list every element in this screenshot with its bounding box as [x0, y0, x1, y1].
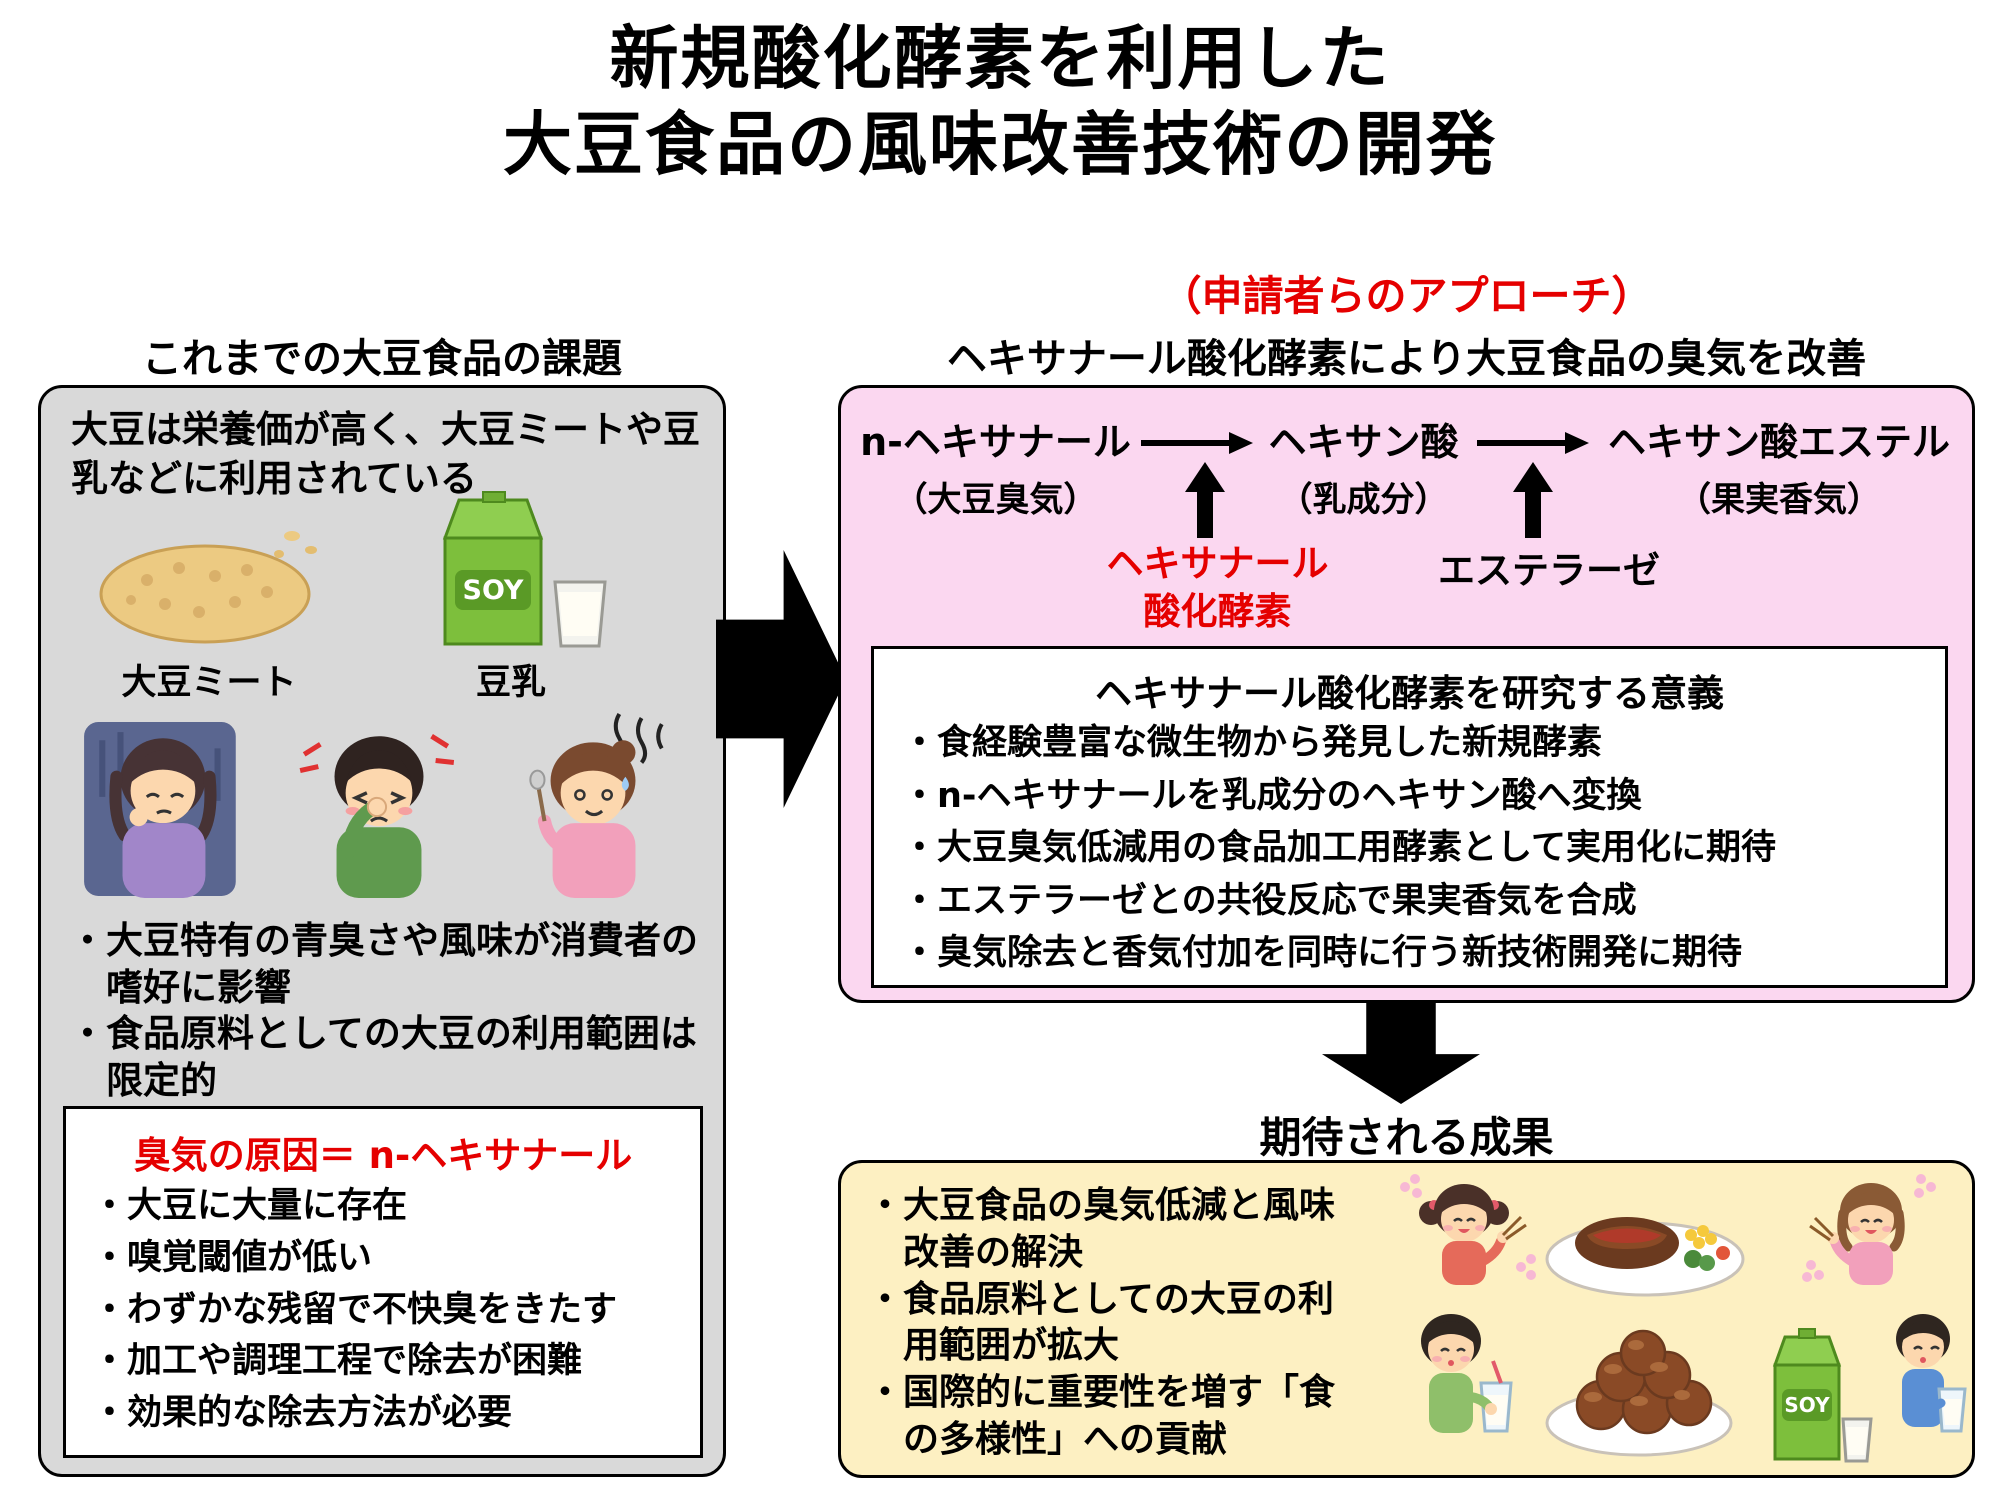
challenges-panel: 大豆は栄養価が高く、大豆ミートや豆乳などに利用されている 大豆ミート SOY 豆…	[38, 385, 726, 1477]
pathway-step-name: n-ヘキサナール	[860, 420, 1131, 464]
outcome-bullet: ・食品原料としての大豆の利用範囲が拡大	[867, 1278, 1334, 1367]
challenges-intro-text: 大豆は栄養価が高く、大豆ミートや豆乳などに利用されている	[71, 408, 700, 500]
challenges-bullet-list: ・大豆特有の青臭さや風味が消費者の嗜好に影響 ・食品原料としての大豆の利用範囲は…	[69, 918, 709, 1104]
significance-bullet-list: ・食経験豊富な微生物から発見した新規酵素 ・n-ヘキサナールを乳成分のヘキサン酸…	[902, 717, 1922, 980]
woman-eating-illustration-icon	[1802, 1174, 1936, 1285]
pathway-step-hexanal: n-ヘキサナール （大豆臭気）	[853, 420, 1138, 521]
hamburger-steak-plate-illustration-icon	[1545, 1217, 1745, 1297]
significance-box: ヘキサナール酸化酵素を研究する意義 ・食経験豊富な微生物から発見した新規酵素 ・…	[871, 646, 1948, 988]
hexanal-oxidase-label-line-2: 酸化酵素	[1143, 590, 1292, 634]
left-panel-header: これまでの大豆食品の課題	[142, 336, 622, 382]
reaction-arrow-icon	[1141, 432, 1253, 454]
soy-carton-text: SOY	[463, 575, 524, 606]
pathway-step-hexanoate-ester: ヘキサン酸エステル （果実香気）	[1593, 420, 1965, 521]
challenge-bullet: ・大豆特有の青臭さや風味が消費者の嗜好に影響	[69, 919, 698, 1009]
pathway-step-sub: （大豆臭気）	[893, 479, 1098, 520]
hexanal-oxidase-label-line-1: ヘキサナール	[1106, 542, 1329, 585]
soy-meat-label: 大豆ミート	[121, 663, 297, 703]
odor-cause-box: 臭気の原因＝ n-ヘキサナール ・大豆に大量に存在 ・嗅覚閾値が低い ・わずかな…	[63, 1106, 703, 1458]
esterase-label: エステラーゼ	[1438, 549, 1660, 592]
outcome-bullet: ・大豆食品の臭気低減と風味改善の解決	[867, 1185, 1336, 1273]
soy-milk-illustration-icon: SOY	[442, 491, 607, 648]
up-arrow-icon	[1185, 462, 1225, 538]
angry-man-illustration-icon	[299, 734, 455, 898]
significance-bullet: ・n-ヘキサナールを乳成分のヘキサン酸へ変換	[902, 775, 1642, 816]
boy-drinking-illustration-icon	[1421, 1314, 1513, 1433]
pathway-step-hexanoic-acid: ヘキサン酸 （乳成分）	[1256, 420, 1471, 521]
significance-bullet: ・臭気除去と香気付加を同時に行う新技術開発に期待	[902, 933, 1743, 973]
hexanal-oxidase-label: ヘキサナール 酸化酵素	[1065, 540, 1370, 636]
significance-bullet: ・食経験豊富な微生物から発見した新規酵素	[902, 723, 1603, 763]
significance-title: ヘキサナール酸化酵素を研究する意義	[1095, 672, 1724, 715]
odor-bullet: ・わずかな残留で不快臭をきたす	[92, 1289, 618, 1330]
page-title: 新規酸化酵素を利用した 大豆食品の風味改善技術の開発	[0, 16, 2000, 189]
odor-bullet: ・嗅覚閾値が低い	[92, 1237, 373, 1278]
outcome-bullet: ・国際的に重要性を増す「食の多様性」への貢献	[867, 1372, 1336, 1460]
significance-bullet: ・大豆臭気低減用の食品加工用酵素として実用化に期待	[902, 828, 1776, 868]
sad-woman-illustration-icon	[84, 722, 236, 898]
soy-carton-illustration-icon: SOY	[1772, 1328, 1873, 1463]
outcome-bullet-list: ・大豆食品の臭気低減と風味改善の解決 ・食品原料としての大豆の利用範囲が拡大 ・…	[867, 1183, 1337, 1464]
soy-carton-text: SOY	[1784, 1393, 1830, 1417]
page-title-line-2: 大豆食品の風味改善技術の開発	[503, 105, 1497, 186]
challenge-bullet: ・食品原料としての大豆の利用範囲は限定的	[69, 1012, 697, 1102]
meatballs-plate-illustration-icon	[1545, 1329, 1733, 1457]
significance-bullet: ・エステラーゼとの共役反応で果実香気を合成	[902, 880, 1637, 921]
pathway-step-name: ヘキサン酸エステル	[1607, 420, 1950, 464]
pathway-step-name: ヘキサン酸	[1268, 420, 1459, 464]
outcome-header: 期待される成果	[1259, 1113, 1554, 1162]
pathway-step-sub: （果実香気）	[1677, 479, 1881, 520]
boy-with-glass-illustration-icon	[1896, 1314, 1967, 1433]
pathway-step-sub: （乳成分）	[1278, 479, 1449, 520]
soy-milk-label: 豆乳	[475, 663, 546, 703]
approach-label: （申請者らのアプローチ）	[1160, 272, 1653, 320]
odor-bullet: ・加工や調理工程で除去が困難	[92, 1341, 583, 1382]
right-panel-header: ヘキサナール酸化酵素により大豆食品の臭気を改善	[946, 336, 1867, 382]
odor-bullet: ・大豆に大量に存在	[92, 1186, 408, 1226]
page-title-line-1: 新規酸化酵素を利用した	[609, 19, 1391, 99]
up-arrow-icon	[1513, 462, 1553, 538]
odor-bullet-list: ・大豆に大量に存在 ・嗅覚閾値が低い ・わずかな残留で不快臭をきたす ・加工や調…	[92, 1181, 692, 1440]
reaction-arrow-icon	[1477, 432, 1589, 454]
outcome-panel: ・大豆食品の臭気低減と風味改善の解決 ・食品原料としての大豆の利用範囲が拡大 ・…	[838, 1160, 1975, 1478]
approach-panel: n-ヘキサナール （大豆臭気） ヘキサン酸 （乳成分） ヘキサン酸エステル （果…	[838, 385, 1975, 1003]
flow-arrow-down-icon	[1322, 1000, 1480, 1104]
soy-meat-illustration-icon	[99, 531, 317, 644]
odor-bullet: ・効果的な除去方法が必要	[92, 1393, 513, 1434]
girl-eating-illustration-icon	[1400, 1174, 1536, 1285]
odor-cause-title: 臭気の原因＝ n-ヘキサナール	[133, 1134, 633, 1177]
flow-arrow-right-icon	[716, 550, 846, 808]
disgusted-woman-illustration-icon	[529, 713, 664, 898]
